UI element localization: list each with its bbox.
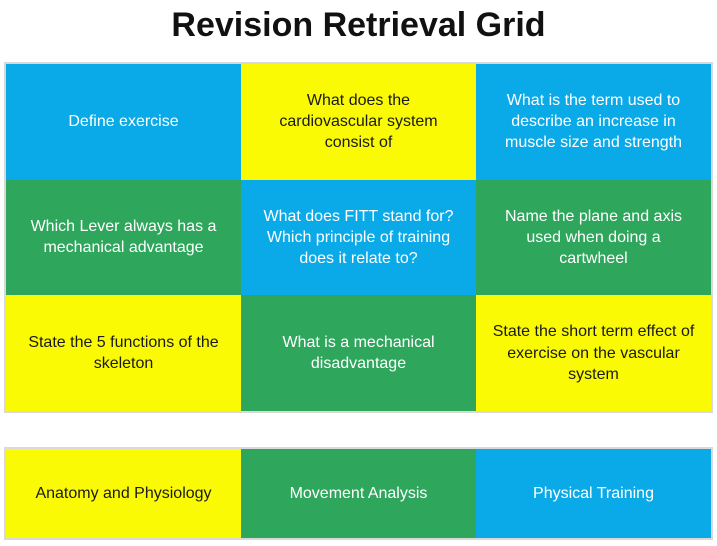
question-cell-r3c2[interactable]: What is a mechanical disadvantage (241, 295, 476, 411)
question-cell-r2c1[interactable]: Which Lever always has a mechanical adva… (6, 179, 241, 296)
question-cell-r3c3[interactable]: State the short term effect of exercise … (476, 295, 711, 411)
question-grid: Define exercise What does the cardiovasc… (4, 62, 713, 413)
question-cell-r2c2[interactable]: What does FITT stand for? Which principl… (241, 179, 476, 296)
category-cell-movement-analysis[interactable]: Movement Analysis (241, 449, 476, 538)
question-cell-r3c1[interactable]: State the 5 functions of the skeleton (6, 295, 241, 411)
question-cell-r1c2[interactable]: What does the cardiovascular system cons… (241, 64, 476, 180)
question-cell-r1c1[interactable]: Define exercise (6, 64, 241, 180)
question-cell-r2c3[interactable]: Name the plane and axis used when doing … (476, 179, 711, 296)
page-title: Revision Retrieval Grid (171, 6, 546, 44)
category-cell-physical-training[interactable]: Physical Training (476, 449, 711, 538)
category-cell-anatomy-and-physiology[interactable]: Anatomy and Physiology (6, 449, 241, 538)
question-cell-r1c3[interactable]: What is the term used to describe an inc… (476, 64, 711, 180)
category-row: Anatomy and Physiology Movement Analysis… (4, 447, 713, 540)
